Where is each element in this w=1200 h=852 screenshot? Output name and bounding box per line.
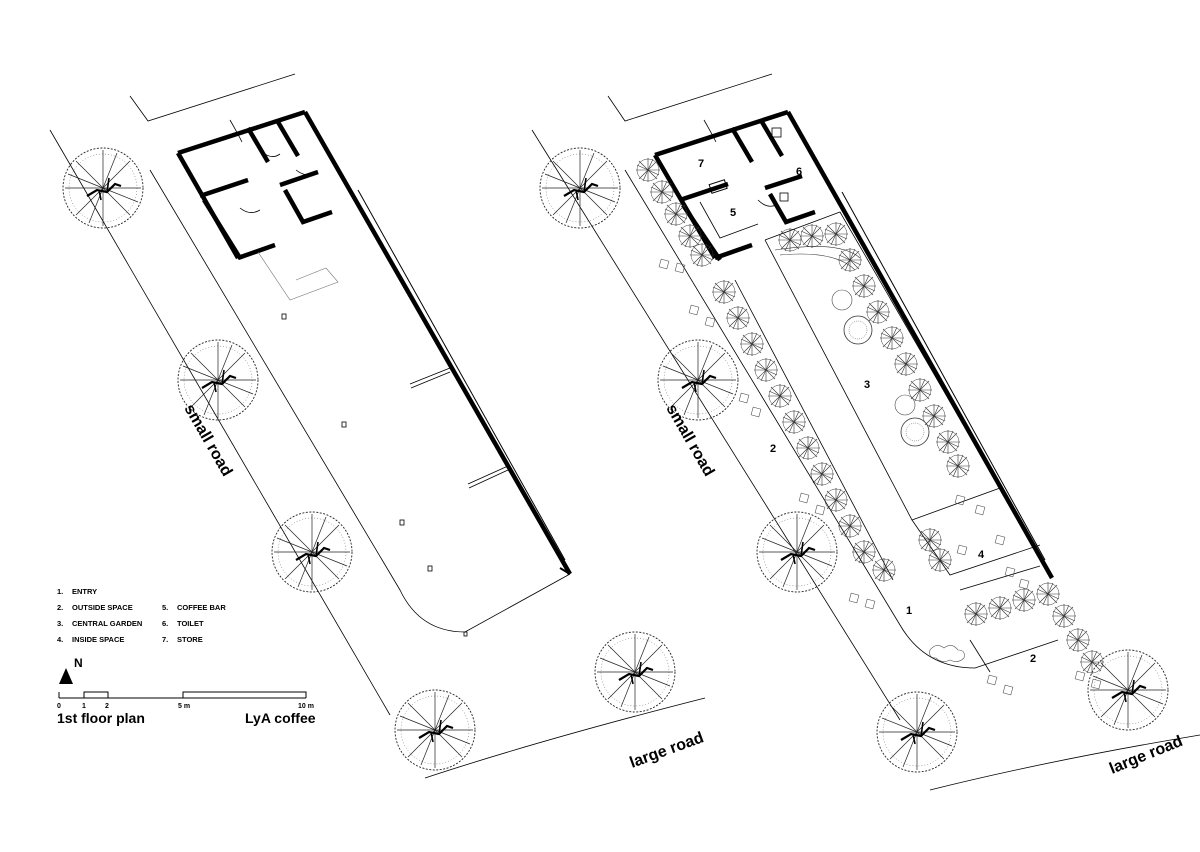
legend-label: INSIDE SPACE	[72, 635, 124, 644]
legend-label: TOILET	[177, 619, 204, 628]
tree-icon	[61, 146, 145, 230]
legend-num: 3.	[57, 619, 63, 628]
small-road-outer-edge	[49, 129, 391, 716]
large-road-edge	[929, 734, 1200, 791]
legend-num: 2.	[57, 603, 63, 612]
legend-label: STORE	[177, 635, 203, 644]
legend-label: CENTRAL GARDEN	[72, 619, 142, 628]
plan-title: 1st floor plan	[57, 710, 145, 726]
small-road-outer-edge	[531, 129, 901, 721]
scale-tick-label: 5 m	[178, 703, 190, 710]
site-boundary	[149, 169, 571, 633]
tree-icon	[393, 688, 477, 772]
scale-tick-label: 1	[82, 703, 86, 710]
small-road-label: small road	[181, 402, 236, 480]
legend-label: COFFEE BAR	[177, 603, 226, 612]
legend-label: ENTRY	[72, 587, 97, 596]
legend-num: 7.	[162, 635, 168, 644]
site-boundary	[624, 169, 1059, 669]
legend-num: 4.	[57, 635, 63, 644]
legend-num: 5.	[162, 603, 168, 612]
left-plan: small road large road	[49, 73, 707, 779]
tree-icon	[593, 630, 677, 714]
large-road-label: large road	[628, 729, 707, 771]
scale-tick-label: 2	[105, 703, 109, 710]
building-walls	[176, 109, 572, 576]
north-arrow-icon: N	[59, 656, 83, 684]
legend-num: 1.	[57, 587, 63, 596]
palm-row-inner	[777, 221, 1105, 675]
scale-tick-label: 10 m	[298, 703, 314, 710]
room-label-central-garden: 3	[864, 379, 870, 391]
project-title: LyA coffee	[245, 710, 316, 726]
scale-bar: 0 1 2 5 m 10 m	[57, 691, 314, 710]
room-label-coffee-bar: 5	[730, 207, 736, 219]
legend-num: 6.	[162, 619, 168, 628]
room-label-inside-space: 4	[978, 549, 985, 561]
tree-icon	[875, 690, 959, 774]
tree-icon	[270, 510, 354, 594]
room-label-outside-space: 2	[770, 443, 776, 455]
large-road-edge	[424, 697, 706, 779]
north-label: N	[74, 656, 83, 670]
tree-icon	[538, 146, 622, 230]
room-label-store: 7	[698, 158, 704, 170]
room-label-toilet: 6	[796, 166, 802, 178]
large-road-label: large road	[1107, 733, 1185, 778]
room-label-outside-space-2: 2	[1030, 653, 1036, 665]
scale-tick-label: 0	[57, 703, 61, 710]
legend: 1. ENTRY 2. OUTSIDE SPACE 3. CENTRAL GAR…	[57, 587, 226, 644]
room-label-entry: 1	[906, 605, 912, 617]
outdoor-seating	[658, 258, 1102, 696]
property-line	[129, 73, 296, 122]
building-walls	[653, 109, 1054, 580]
garden-planting	[774, 246, 930, 447]
legend-label: OUTSIDE SPACE	[72, 603, 133, 612]
tree-icon	[755, 510, 839, 594]
palm-row-outer	[635, 157, 897, 583]
property-line	[607, 73, 773, 122]
